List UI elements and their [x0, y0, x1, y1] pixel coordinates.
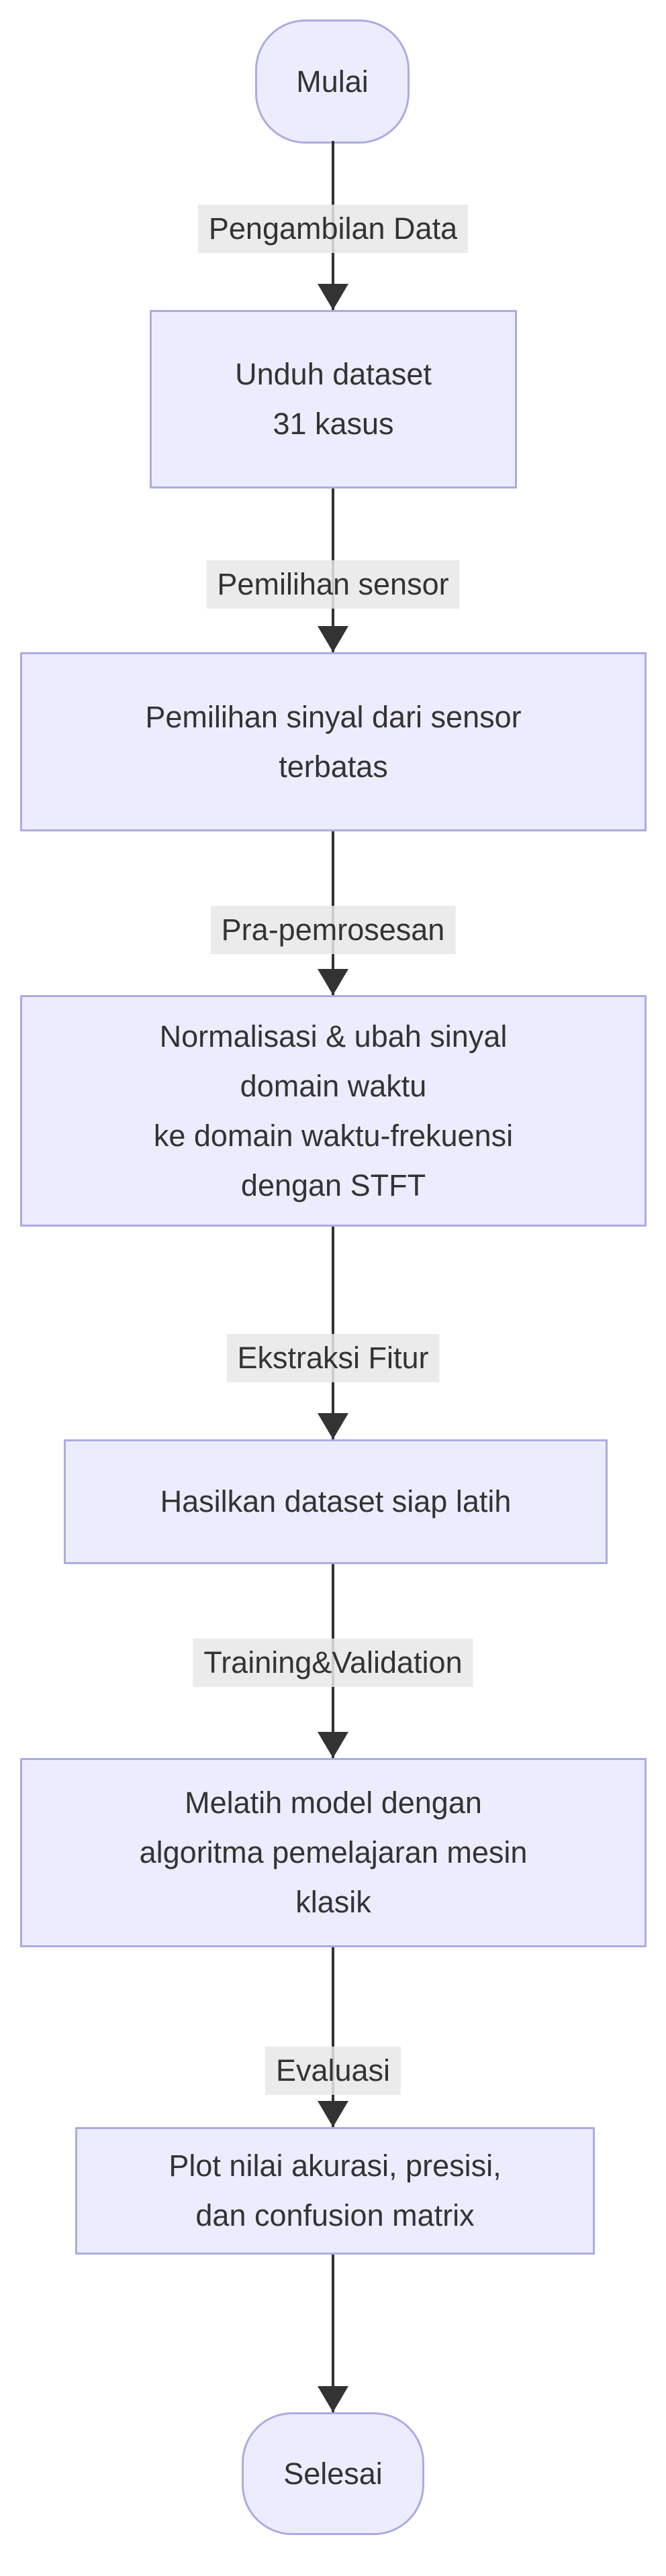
node-hasilkan-dataset: Hasilkan dataset siap latih: [64, 1439, 608, 1564]
arrow-down-icon: [318, 1732, 348, 1758]
arrow-down-icon: [318, 626, 348, 652]
node-melatih-model: Melatih model dengan algoritma pemelajar…: [20, 1758, 647, 1947]
node-text-line: Melatih model dengan: [185, 1786, 482, 1820]
node-text-line: ke domain waktu-frekuensi: [153, 1118, 514, 1153]
edge-line: [332, 2255, 334, 2412]
edge-label-pemilihan-sensor: Pemilihan sensor: [206, 560, 460, 609]
node-text-line: algoritma pemelajaran mesin: [139, 1835, 528, 1869]
node-text-line: dengan STFT: [240, 1168, 426, 1202]
node-text-line: Hasilkan dataset siap latih: [160, 1484, 512, 1518]
node-end: Selesai: [242, 2412, 424, 2535]
node-pemilihan-sinyal: Pemilihan sinyal dari sensor terbatas: [20, 652, 647, 831]
edge-label-training-validation: Training&Validation: [193, 1639, 473, 1687]
arrow-down-icon: [318, 2101, 348, 2127]
node-text-line: Pemilihan sinyal dari sensor: [145, 699, 522, 734]
node-start: Mulai: [255, 19, 410, 144]
arrow-down-icon: [318, 2386, 348, 2412]
node-text-line: Plot nilai akurasi, presisi,: [169, 2149, 502, 2183]
node-unduh-dataset: Unduh dataset 31 kasus: [150, 310, 517, 488]
node-normalisasi-stft: Normalisasi & ubah sinyal domain waktu k…: [20, 995, 647, 1227]
edge-label-ekstraksi-fitur: Ekstraksi Fitur: [226, 1334, 440, 1382]
arrow-down-icon: [318, 969, 348, 995]
node-text-line: Normalisasi & ubah sinyal: [159, 1019, 508, 1053]
node-end-label: Selesai: [283, 2456, 383, 2491]
node-plot-hasil: Plot nilai akurasi, presisi, dan confusi…: [75, 2127, 595, 2255]
node-text-line: klasik: [295, 1885, 371, 1919]
node-text-line: 31 kasus: [273, 407, 394, 441]
node-text-line: terbatas: [279, 749, 388, 784]
edge-label-evaluasi: Evaluasi: [265, 2047, 401, 2095]
node-text-line: domain waktu: [240, 1068, 427, 1103]
edge-label-pengambilan-data: Pengambilan Data: [197, 205, 469, 253]
arrow-down-icon: [318, 284, 348, 310]
node-text-line: Unduh dataset: [235, 357, 432, 391]
edge-line: [332, 1947, 334, 2127]
edge-label-pra-pemrosesan: Pra-pemrosesan: [210, 906, 456, 954]
arrow-down-icon: [318, 1413, 348, 1439]
node-text-line: dan confusion matrix: [195, 2198, 475, 2232]
edge-line: [332, 1227, 334, 1439]
node-start-label: Mulai: [296, 64, 369, 99]
